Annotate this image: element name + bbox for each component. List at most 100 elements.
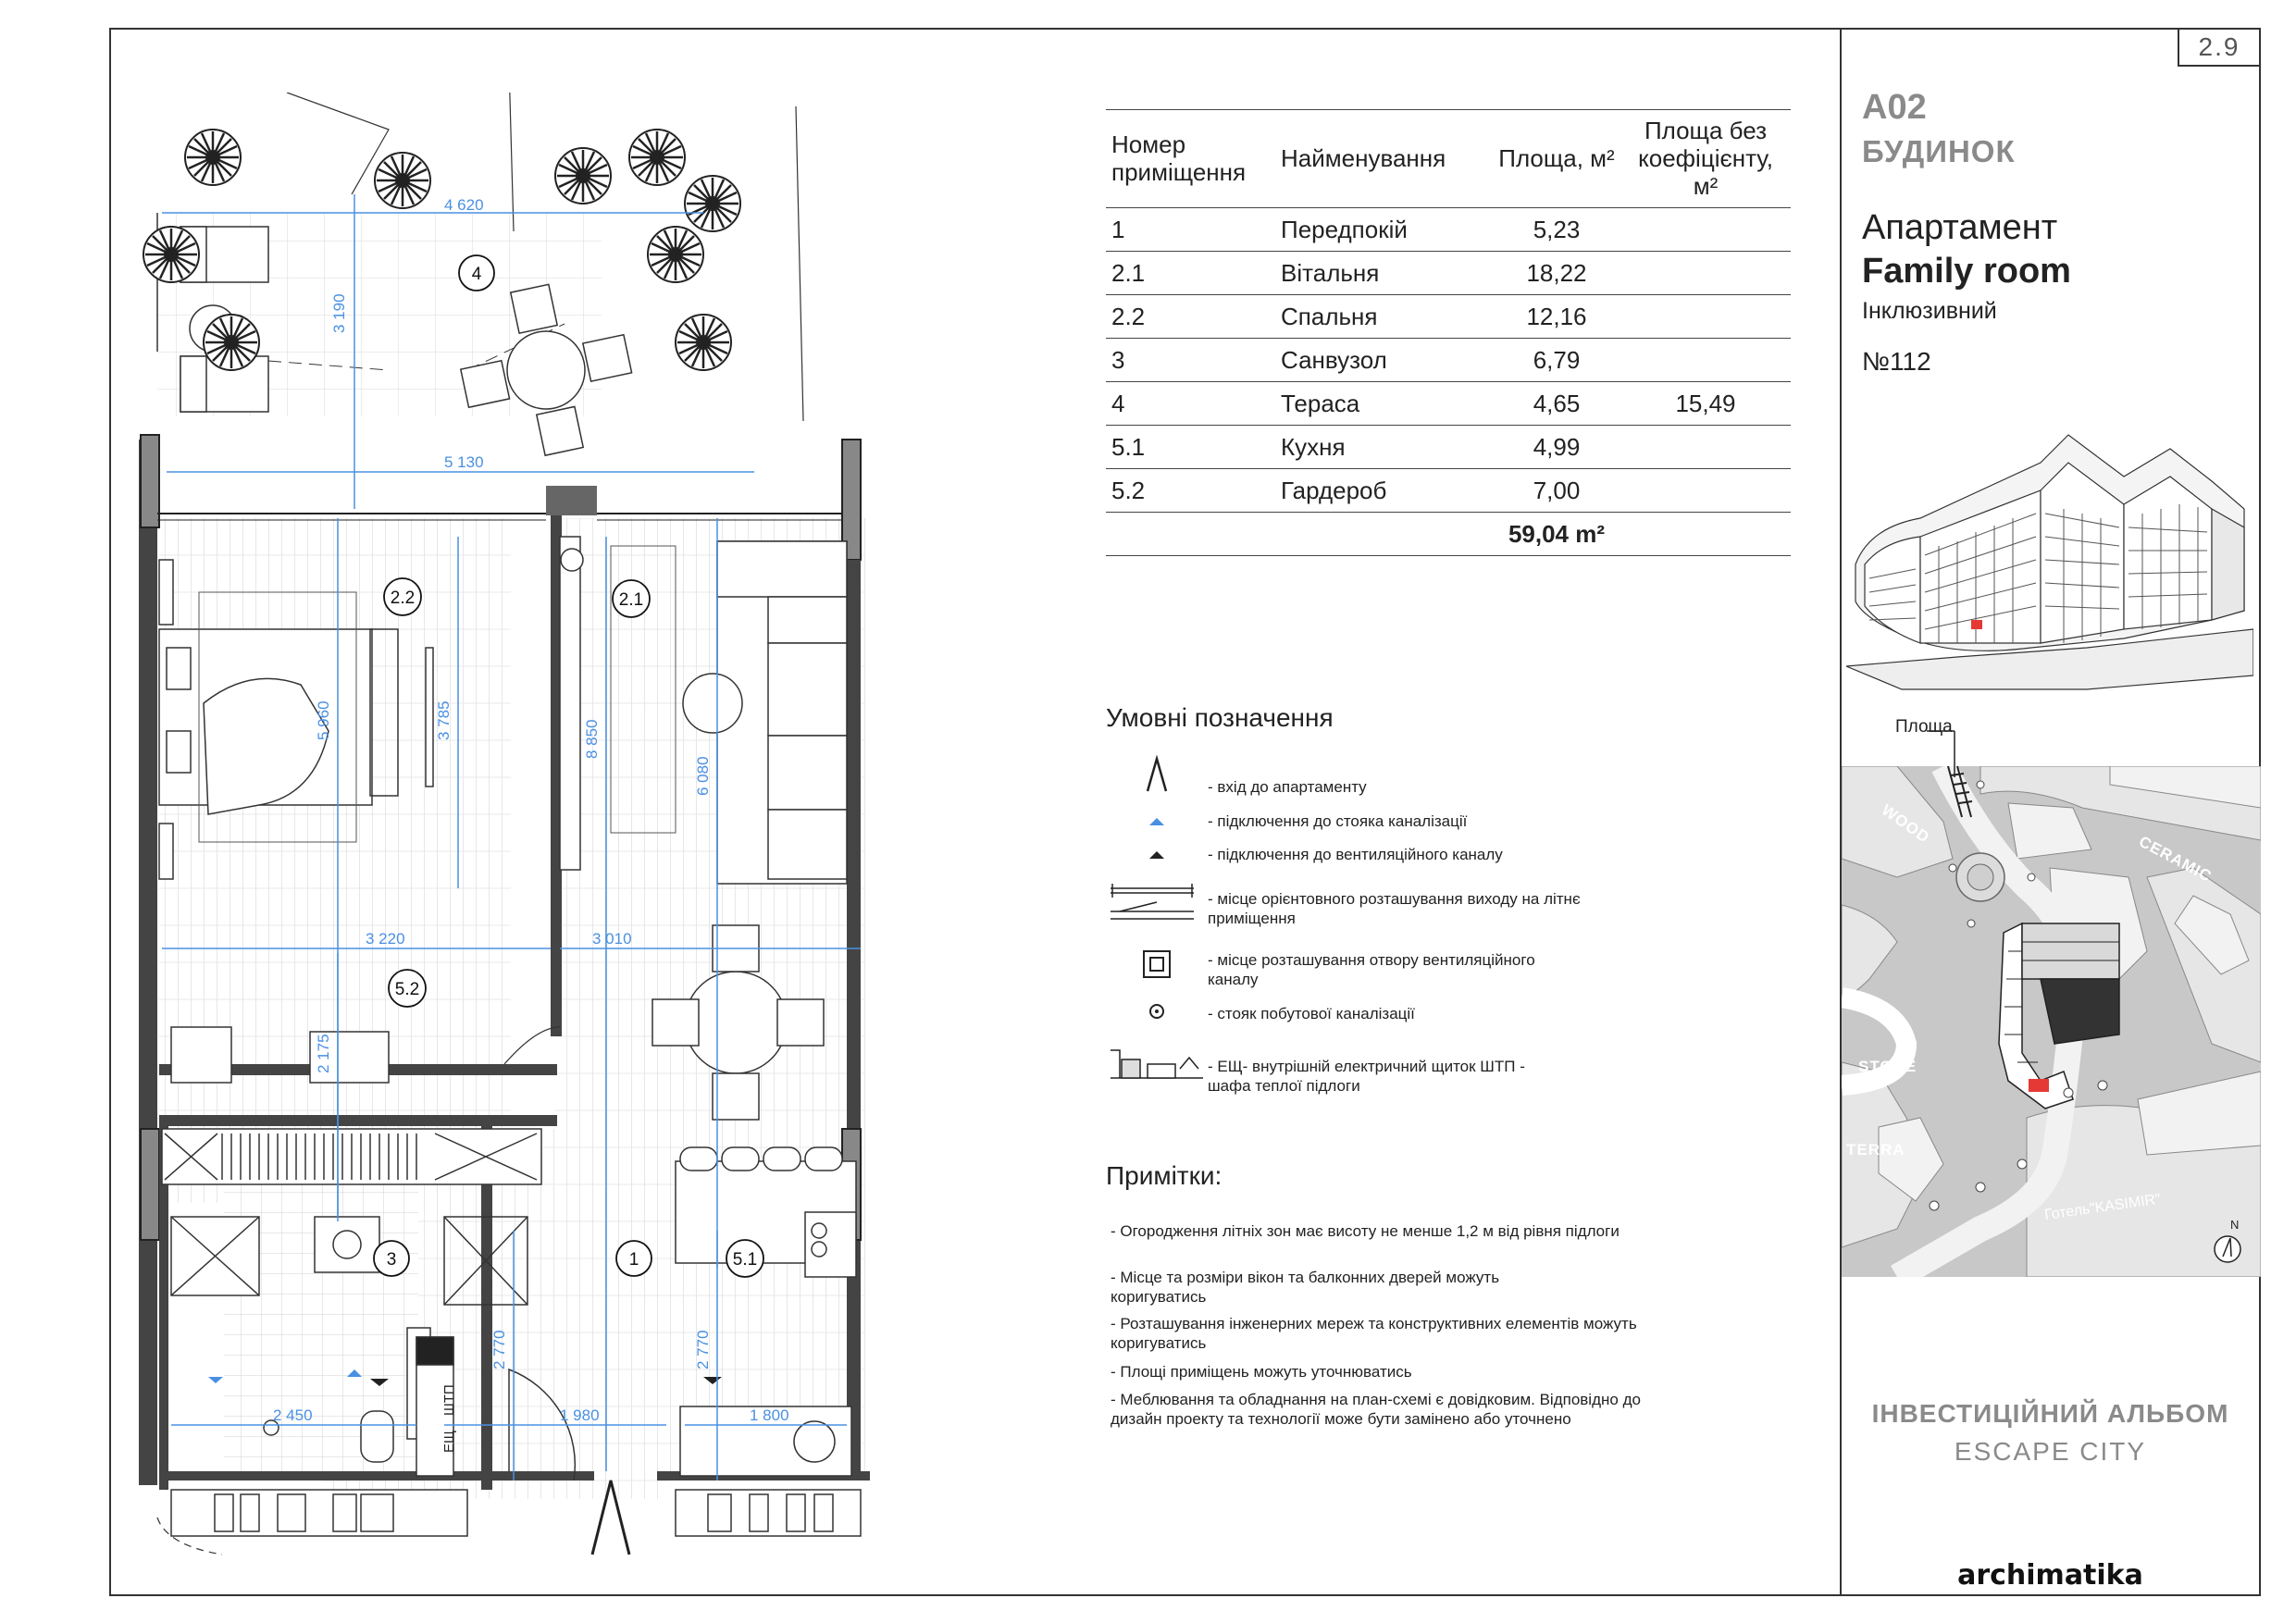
room-area-raw [1620,251,1791,295]
room-area-raw [1620,294,1791,339]
tree-icon [646,225,705,284]
dim-3785: 3 785 [435,700,453,740]
dim-1800: 1 800 [750,1406,789,1424]
legend-item-balcony: - місце орієнтовного розташування виходу… [1208,890,1581,927]
dim-5960: 5 960 [315,700,332,740]
electric-panel-icon [1111,1049,1203,1079]
room-label-1: 1 [629,1250,639,1270]
room-label-5-2: 5.2 [395,980,419,999]
apartment-category: Інклюзивний [1862,298,1997,324]
room-label-2-2: 2.2 [391,588,415,608]
room-area-raw [1620,425,1791,469]
north-label: N [2230,1218,2239,1232]
dim-1980: 1 980 [560,1406,600,1424]
sewer-riser-icon [1149,1004,1164,1019]
legend-item-panel: - ЕЩ- внутрішній електричний щиток ШТП -… [1208,1058,1525,1095]
sewer-connection-icon [1149,818,1164,825]
entry-door [508,1368,577,1481]
room-number: 5.2 [1106,468,1277,513]
table-header-number: Номер приміщення [1106,109,1277,208]
panel-divider [1840,28,1842,1596]
dimension-labels: 4 620 3 190 5 130 5 960 3 785 8 850 6 08… [273,196,789,1424]
street-label-stone: STONE [1858,1058,1917,1075]
room-area-table: Номер приміщення Найменування Площа, м² … [1106,109,1791,556]
room-area: 18,22 [1493,251,1620,295]
legend-title: Умовні позначення [1106,703,1334,732]
room-name: Передпокій [1277,207,1493,252]
tree-icon [683,174,742,233]
legend-item-riser: - стояк побутової каналізації [1208,1005,1415,1022]
bathroom-fixtures [170,1216,528,1477]
north-arrow-icon: N [2214,1218,2241,1263]
room-area: 4,99 [1493,425,1620,469]
room-number: 3 [1106,338,1277,382]
apartment-number: №112 [1862,347,1931,376]
note-item: - Розташування інженерних мереж та конст… [1111,1315,1637,1352]
room-area-raw: 15,49 [1620,381,1791,426]
note-item: - Меблювання та обладнання на план-схемі… [1111,1391,1641,1428]
table-row: 4 Тераса 4,65 15,49 [1106,381,1791,426]
room-name: Кухня [1277,425,1493,469]
apartment-name: Family room [1862,252,2071,291]
building-code: A02 [1862,88,1927,127]
room-label-3: 3 [387,1250,397,1270]
panel-label-shtp: ШТП [441,1384,457,1416]
square-pointer-line [1927,730,1955,777]
room-name: Вітальня [1277,251,1493,295]
notes-title: Примітки: [1106,1161,1222,1190]
dim-3010: 3 010 [592,930,632,948]
dim-2175: 2 175 [315,1034,332,1073]
note-item: - Місце та розміри вікон та балконних дв… [1111,1269,1500,1306]
room-area: 5,23 [1493,207,1620,252]
tree-icon [373,151,432,210]
room-area: 12,16 [1493,294,1620,339]
table-row: 3 Санвузол 6,79 [1106,338,1791,382]
table-row: 5.1 Кухня 4,99 [1106,425,1791,469]
floor-plan: ЕЩ ШТП [139,93,870,1555]
room-area: 7,00 [1493,468,1620,513]
table-header-name: Найменування [1277,109,1493,208]
total-area: 59,04 m² [1493,512,1620,556]
room-area: 6,79 [1493,338,1620,382]
balcony-exit-icon [1111,884,1194,920]
room-area-raw [1620,207,1791,252]
room-number: 2.2 [1106,294,1277,339]
apartment-highlight [1971,620,1982,629]
kitchen-furniture [675,1146,857,1477]
page-number: 2.9 [2178,28,2261,67]
dim-2450: 2 450 [273,1406,313,1424]
room-name: Тераса [1277,381,1493,426]
album-subtitle: ESCAPE CITY [1954,1437,2147,1466]
legend-item-vent: - підключення до вентиляційного каналу [1208,846,1503,863]
building-label: БУДИНОК [1862,134,2016,168]
table-row: 2.1 Вітальня 18,22 [1106,251,1791,295]
project-building [1998,922,2120,1109]
room-number: 1 [1106,207,1277,252]
room-label-4: 4 [472,265,482,284]
tree-icon [142,225,201,284]
wardrobe [161,1026,542,1185]
living-furniture [559,536,848,1121]
table-row: 5.2 Гардероб 7,00 [1106,468,1791,513]
entrance-icon [1146,754,1168,792]
entrance-icon [590,1480,631,1555]
dim-3190: 3 190 [330,293,348,333]
vent-connection-icon [1149,851,1164,859]
legend-item-vent-opening: - місце розташування отвору вентиляційно… [1208,951,1535,988]
site-plan-map: WOOD CERAMIC STONE TERRA Готель"KASIMIR"… [1842,766,2261,1277]
room-labels: 4 2.2 2.1 5.2 3 1 5.1 [373,254,764,1278]
tree-icon [183,128,242,187]
bedroom-furniture [158,559,434,880]
apartment-highlight [2029,1079,2049,1092]
note-item: - Площі приміщень можуть уточнюватись [1111,1363,1412,1381]
dim-2770-b: 2 770 [694,1330,712,1369]
tree-icon [553,146,613,205]
tree-icon [627,128,687,187]
panel-label-esch: ЕЩ [441,1431,457,1453]
tree-icon [202,313,261,372]
dim-4620: 4 620 [444,196,484,214]
dim-6080: 6 080 [694,756,712,796]
room-number: 5.1 [1106,425,1277,469]
dim-5130: 5 130 [444,453,484,471]
dim-8850: 8 850 [583,719,601,759]
